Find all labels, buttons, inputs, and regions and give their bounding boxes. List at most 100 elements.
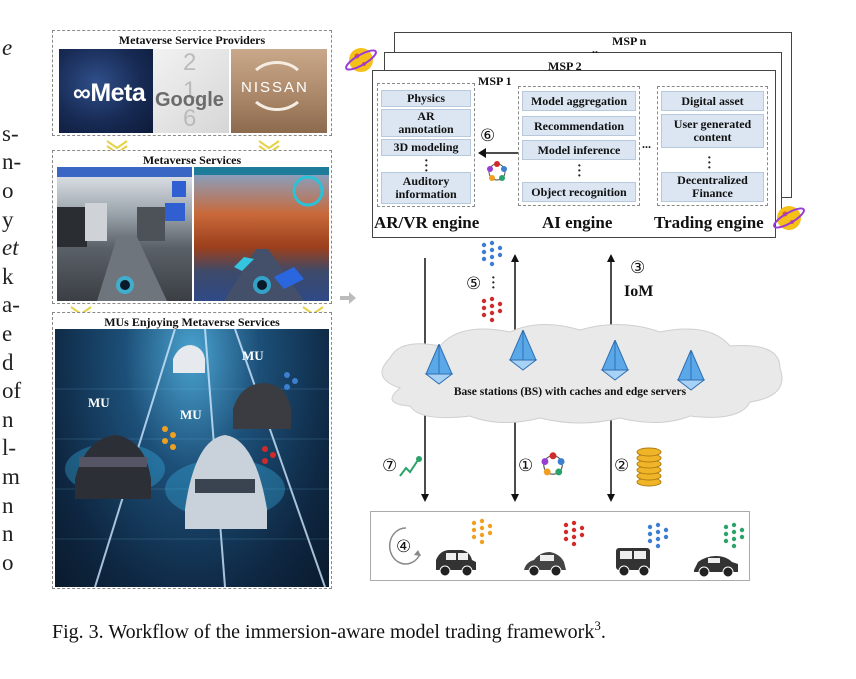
base-station-icon [676,350,706,391]
arvr-cell-physics: Physics [381,90,471,107]
margin-text-fragment: o [2,178,14,203]
trading-cell-defi: Decentralized Finance [661,172,764,202]
google-digits: 2 1 6 [183,49,203,132]
margin-text-fragment: et [2,235,19,261]
msp-1-label: MSP 1 [478,74,512,88]
services-title: Metaverse Services [142,153,242,167]
model-blue-icon [647,522,669,549]
ai-cell-recommendation: Recommendation [522,116,636,136]
right-arrow-icon [340,292,356,304]
arvr-engine-label: AR/VR engine [374,213,480,232]
model-ring-icon [487,161,507,181]
model-blue-icon [481,240,503,267]
edge-cloud-shape [381,323,783,424]
base-station-icon [508,330,538,371]
margin-text-fragment: m [2,464,20,489]
meta-logo-text: ∞Meta [73,79,146,107]
services-panel: Metaverse Services [52,150,332,304]
margin-text-fragment: d [2,349,14,375]
margin-text-fragment: s- [2,120,19,146]
trading-cell-ugc: User generated content [661,114,764,148]
car-icon [524,552,566,577]
canyon-scene-drawing [194,167,329,301]
model-red-icon [481,296,503,323]
arrow-left-icon [478,148,518,158]
mu-label-2: MU [180,407,202,422]
caption-end: . [600,621,606,643]
trading-vdots: ··· [707,151,712,176]
margin-text-fragment: k [2,263,14,289]
figure-caption: Fig. 3. Workflow of the immersion-aware … [52,618,606,644]
step-3-label: ③ [630,258,646,278]
margin-text-fragment: n [2,521,14,547]
ai-cell-inference: Model inference [522,140,636,160]
step-5-label: ⑤ [466,274,482,294]
margin-text-fragment: l- [2,435,17,461]
step-5-vdots: ··· [491,271,496,296]
msp-2-label: MSP 2 [548,59,582,73]
iom-label: IoM [624,283,654,300]
car-icon [616,548,650,577]
msp-dots: .. [592,42,598,56]
nissan-logo-image: NISSAN [231,49,327,133]
base-station-icon [424,344,454,385]
margin-text-fragment: n- [2,149,22,175]
step-1-label: ① [518,456,534,476]
meta-logo-image: ∞Meta [59,49,153,133]
arvr-vdots: ··· [424,154,429,179]
arvr-cell-ar-annotation: AR annotation [381,109,471,137]
canyon-ar-image [194,167,329,301]
base-stations-label: Base stations (BS) with caches and edge … [453,386,687,398]
mu-label-3: MU [242,348,264,363]
margin-text-fragment: of [2,378,22,404]
mus-title: MUs Enjoying Metaverse Services [104,315,280,329]
arvr-cell-3d-modeling: 3D modeling [381,139,471,156]
coin-stack-icon [636,447,662,487]
msp-n-label: MSP n [612,34,647,48]
car-icon [436,550,476,577]
trading-engine-label: Trading engine [654,213,764,232]
margin-text-fragment: o [2,549,14,575]
step-6-label: ⑥ [480,126,496,146]
arvr-cell-auditory: Auditory information [381,172,471,204]
model-red-icon [563,520,585,547]
parking-ar-image [57,167,192,301]
planet-icon [773,206,805,230]
ai-cell-aggregation: Model aggregation [522,91,636,111]
nissan-ring-icon [247,61,307,111]
caption-footnote-mark: 3 [594,618,601,633]
step-7-label: ⑦ [382,456,398,476]
ai-engine-label: AI engine [542,213,613,232]
margin-text-fragment: n [2,492,14,518]
ai-cell-object-recognition: Object recognition [522,182,636,202]
ai-vdots: ··· [577,159,582,184]
margin-text-fragment: y [2,206,14,232]
margin-text-fragment: a- [2,292,20,318]
road-mus-image [55,329,329,587]
model-green-icon [723,522,745,549]
base-station-icon [600,340,630,381]
mu-label-1: MU [88,395,110,410]
step-2-label: ② [614,456,630,476]
between-dots: ... [642,137,651,151]
providers-panel: Metaverse Service Providers ∞Meta 2 1 6 … [52,30,332,136]
margin-text-fragment: n [2,406,14,432]
car-icon [694,556,738,578]
trading-cell-digital-asset: Digital asset [661,91,764,111]
margin-text-fragment: e [2,321,13,346]
model-ring-icon [541,452,565,476]
parking-scene-drawing [57,167,192,301]
google-logo-text: Google [155,89,224,111]
road-scene-drawing [55,329,329,587]
model-orange-icon [471,518,493,545]
caption-text: Fig. 3. Workflow of the immersion-aware … [52,621,595,643]
planet-icon [345,48,377,72]
step-4-label: ④ [396,537,412,557]
mus-panel: MUs Enjoying Metaverse Services [52,312,332,589]
google-logo-image: 2 1 6 Google [153,49,229,133]
trend-up-icon [399,456,422,477]
refresh-cycle-icon [388,527,421,565]
providers-title: Metaverse Service Providers [118,33,266,47]
nissan-logo-text: NISSAN [241,79,309,96]
margin-text-fragment: e [2,35,13,60]
